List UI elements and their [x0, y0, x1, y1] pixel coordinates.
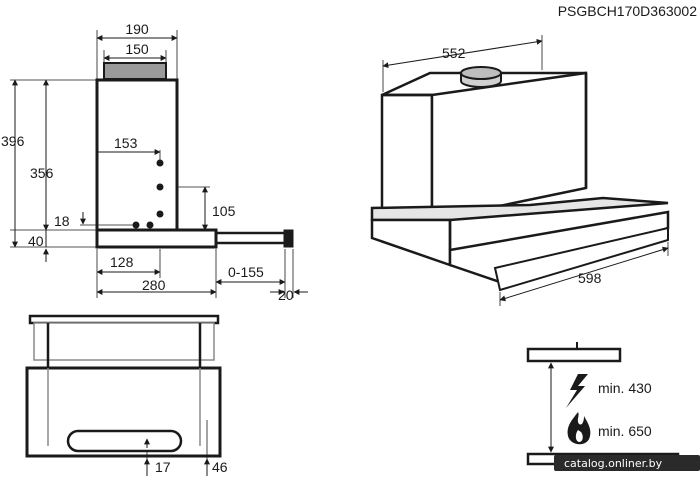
- dim-17: 17: [155, 459, 171, 475]
- dim-150: 150: [125, 41, 149, 57]
- dim-40: 40: [28, 233, 44, 249]
- iso-view: [370, 35, 670, 306]
- model-code: PSGBCH170D363002: [558, 3, 698, 19]
- dim-20: 20: [278, 287, 294, 303]
- min-electric-label: min. 430: [598, 380, 652, 396]
- dim-153: 153: [114, 135, 138, 151]
- dim-396: 396: [1, 133, 25, 149]
- dim-552: 552: [442, 45, 466, 61]
- dim-280: 280: [142, 277, 166, 293]
- watermark-bg: [554, 455, 700, 471]
- watermark: catalog.onliner.by: [564, 457, 663, 470]
- side-view: [10, 30, 308, 298]
- dim-18: 18: [54, 213, 70, 229]
- lightning-icon: [566, 374, 588, 408]
- dim-356: 356: [30, 165, 54, 181]
- dim-598: 598: [578, 270, 602, 286]
- min-gas-label: min. 650: [598, 423, 652, 439]
- dim-105: 105: [212, 203, 236, 219]
- flame-icon: [567, 412, 591, 445]
- dim-0-155: 0-155: [228, 264, 264, 280]
- dim-46: 46: [212, 459, 228, 475]
- install-view: [526, 342, 680, 466]
- front-view: [25, 314, 222, 476]
- dim-190: 190: [125, 21, 149, 37]
- dim-128: 128: [110, 254, 134, 270]
